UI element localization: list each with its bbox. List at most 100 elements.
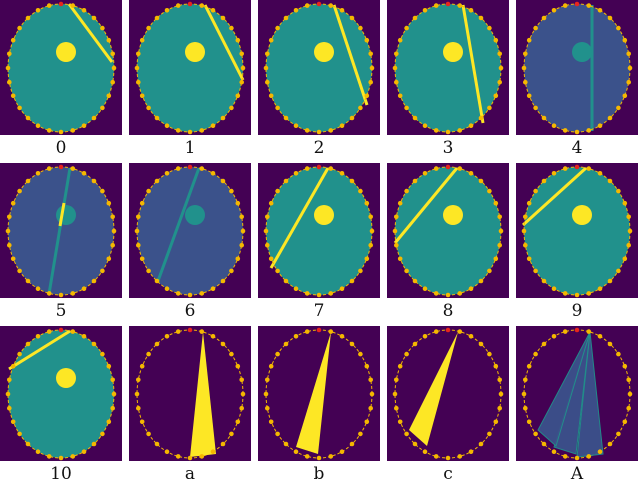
panel-caption: 3 bbox=[442, 138, 454, 158]
domain-ellipse bbox=[395, 4, 501, 132]
sensor-dot bbox=[164, 171, 170, 176]
sensor-dot bbox=[229, 351, 234, 357]
ray-beam bbox=[156, 167, 201, 282]
sensor-dot bbox=[394, 51, 399, 57]
sensor-dot bbox=[70, 454, 76, 459]
sensor-dot bbox=[368, 214, 373, 220]
panel-image bbox=[516, 326, 638, 461]
background bbox=[129, 326, 251, 461]
sensor-dot bbox=[7, 79, 12, 85]
source-marker bbox=[445, 164, 451, 170]
sensor-dot bbox=[487, 268, 492, 274]
sensor-dot bbox=[100, 431, 105, 437]
sensor-dot bbox=[91, 278, 97, 284]
source-marker bbox=[574, 327, 580, 333]
sensor-dot bbox=[91, 441, 97, 447]
inclusion-disk bbox=[185, 42, 205, 62]
sensor-dot bbox=[551, 123, 557, 128]
sensor-dot bbox=[293, 449, 299, 454]
sensor-dot bbox=[627, 228, 633, 234]
sensor-dot bbox=[616, 351, 621, 357]
sensor-dot bbox=[210, 171, 216, 176]
sensor-dot bbox=[364, 37, 370, 43]
sensor-dot bbox=[574, 129, 580, 135]
sensor-dot bbox=[368, 405, 373, 411]
sensor-dot bbox=[478, 341, 484, 347]
sensor-dot bbox=[293, 171, 299, 176]
sensor-dot bbox=[91, 341, 97, 347]
sensor-dot bbox=[110, 79, 115, 85]
sensor-dot bbox=[626, 79, 631, 85]
sensor-dot bbox=[523, 51, 528, 57]
sensor-dot bbox=[304, 454, 310, 459]
sensor-dot bbox=[622, 37, 628, 43]
sensor-dot bbox=[106, 419, 112, 425]
domain-ellipse bbox=[524, 167, 630, 295]
sensor-dot bbox=[607, 115, 613, 121]
sensor-dot bbox=[136, 51, 141, 57]
panel-image bbox=[387, 0, 509, 135]
sensor-dot bbox=[46, 454, 52, 459]
sensor-dot bbox=[433, 166, 439, 171]
sensor-dot bbox=[146, 188, 151, 194]
sensor-dot bbox=[523, 242, 528, 248]
sensor-dot bbox=[445, 292, 451, 298]
sensor-dot bbox=[146, 268, 151, 274]
sensor-dot bbox=[622, 200, 628, 206]
sensor-dot bbox=[597, 334, 603, 339]
sensor-dot bbox=[100, 268, 105, 274]
sensor-dot bbox=[541, 278, 547, 284]
sensor-dot bbox=[526, 419, 532, 425]
sensor-dot bbox=[199, 128, 205, 133]
sensor-dot bbox=[493, 363, 499, 369]
ray-beam bbox=[269, 167, 330, 269]
sensor-dot bbox=[81, 286, 87, 291]
sensor-dot bbox=[275, 105, 280, 111]
sensor-dot bbox=[229, 431, 234, 437]
sensor-dot bbox=[358, 351, 363, 357]
sensor-dot bbox=[394, 405, 399, 411]
source-marker bbox=[574, 164, 580, 170]
sensor-dot bbox=[220, 278, 226, 284]
sensor-dot bbox=[316, 455, 322, 461]
panel-8: 8 bbox=[387, 163, 509, 321]
sensor-dot bbox=[533, 25, 538, 31]
background bbox=[387, 326, 509, 461]
sensor-dot bbox=[487, 188, 492, 194]
sensor-dot bbox=[526, 200, 532, 206]
sensor-dot bbox=[457, 329, 463, 334]
sensor-dot bbox=[240, 391, 246, 397]
sensor-dot bbox=[154, 178, 160, 184]
sensor-dot bbox=[358, 25, 363, 31]
ray-beam bbox=[203, 4, 245, 81]
sensor-dot bbox=[533, 268, 538, 274]
panel-9: 9 bbox=[516, 163, 638, 321]
panel-image bbox=[0, 326, 122, 461]
panel-10: 10 bbox=[0, 326, 122, 484]
sensor-dot bbox=[17, 351, 22, 357]
panel-a: a bbox=[129, 326, 251, 484]
sensor-dot bbox=[268, 37, 274, 43]
sensor-dot bbox=[369, 391, 375, 397]
sensor-dot bbox=[422, 8, 428, 13]
sensor-dot bbox=[422, 449, 428, 454]
sensor-dot bbox=[487, 105, 492, 111]
sensor-dot bbox=[457, 3, 463, 8]
sensor-dot bbox=[468, 449, 474, 454]
sensor-dot bbox=[46, 128, 52, 133]
sensor-dot bbox=[268, 200, 274, 206]
sensor-dot bbox=[498, 391, 504, 397]
sensor-dot bbox=[229, 105, 234, 111]
sensor-dot bbox=[10, 200, 16, 206]
sensor-dot bbox=[25, 178, 31, 184]
sensor-dot bbox=[46, 291, 52, 296]
sensor-dot bbox=[597, 123, 603, 128]
panel-A: A bbox=[516, 326, 638, 484]
panel-1: 1 bbox=[129, 0, 251, 158]
sensor-dot bbox=[616, 431, 621, 437]
sensor-dot bbox=[265, 242, 270, 248]
sensor-dot bbox=[293, 123, 299, 128]
sensor-dot bbox=[328, 329, 334, 334]
sensor-dot bbox=[175, 329, 181, 334]
sensor-dot bbox=[275, 431, 280, 437]
